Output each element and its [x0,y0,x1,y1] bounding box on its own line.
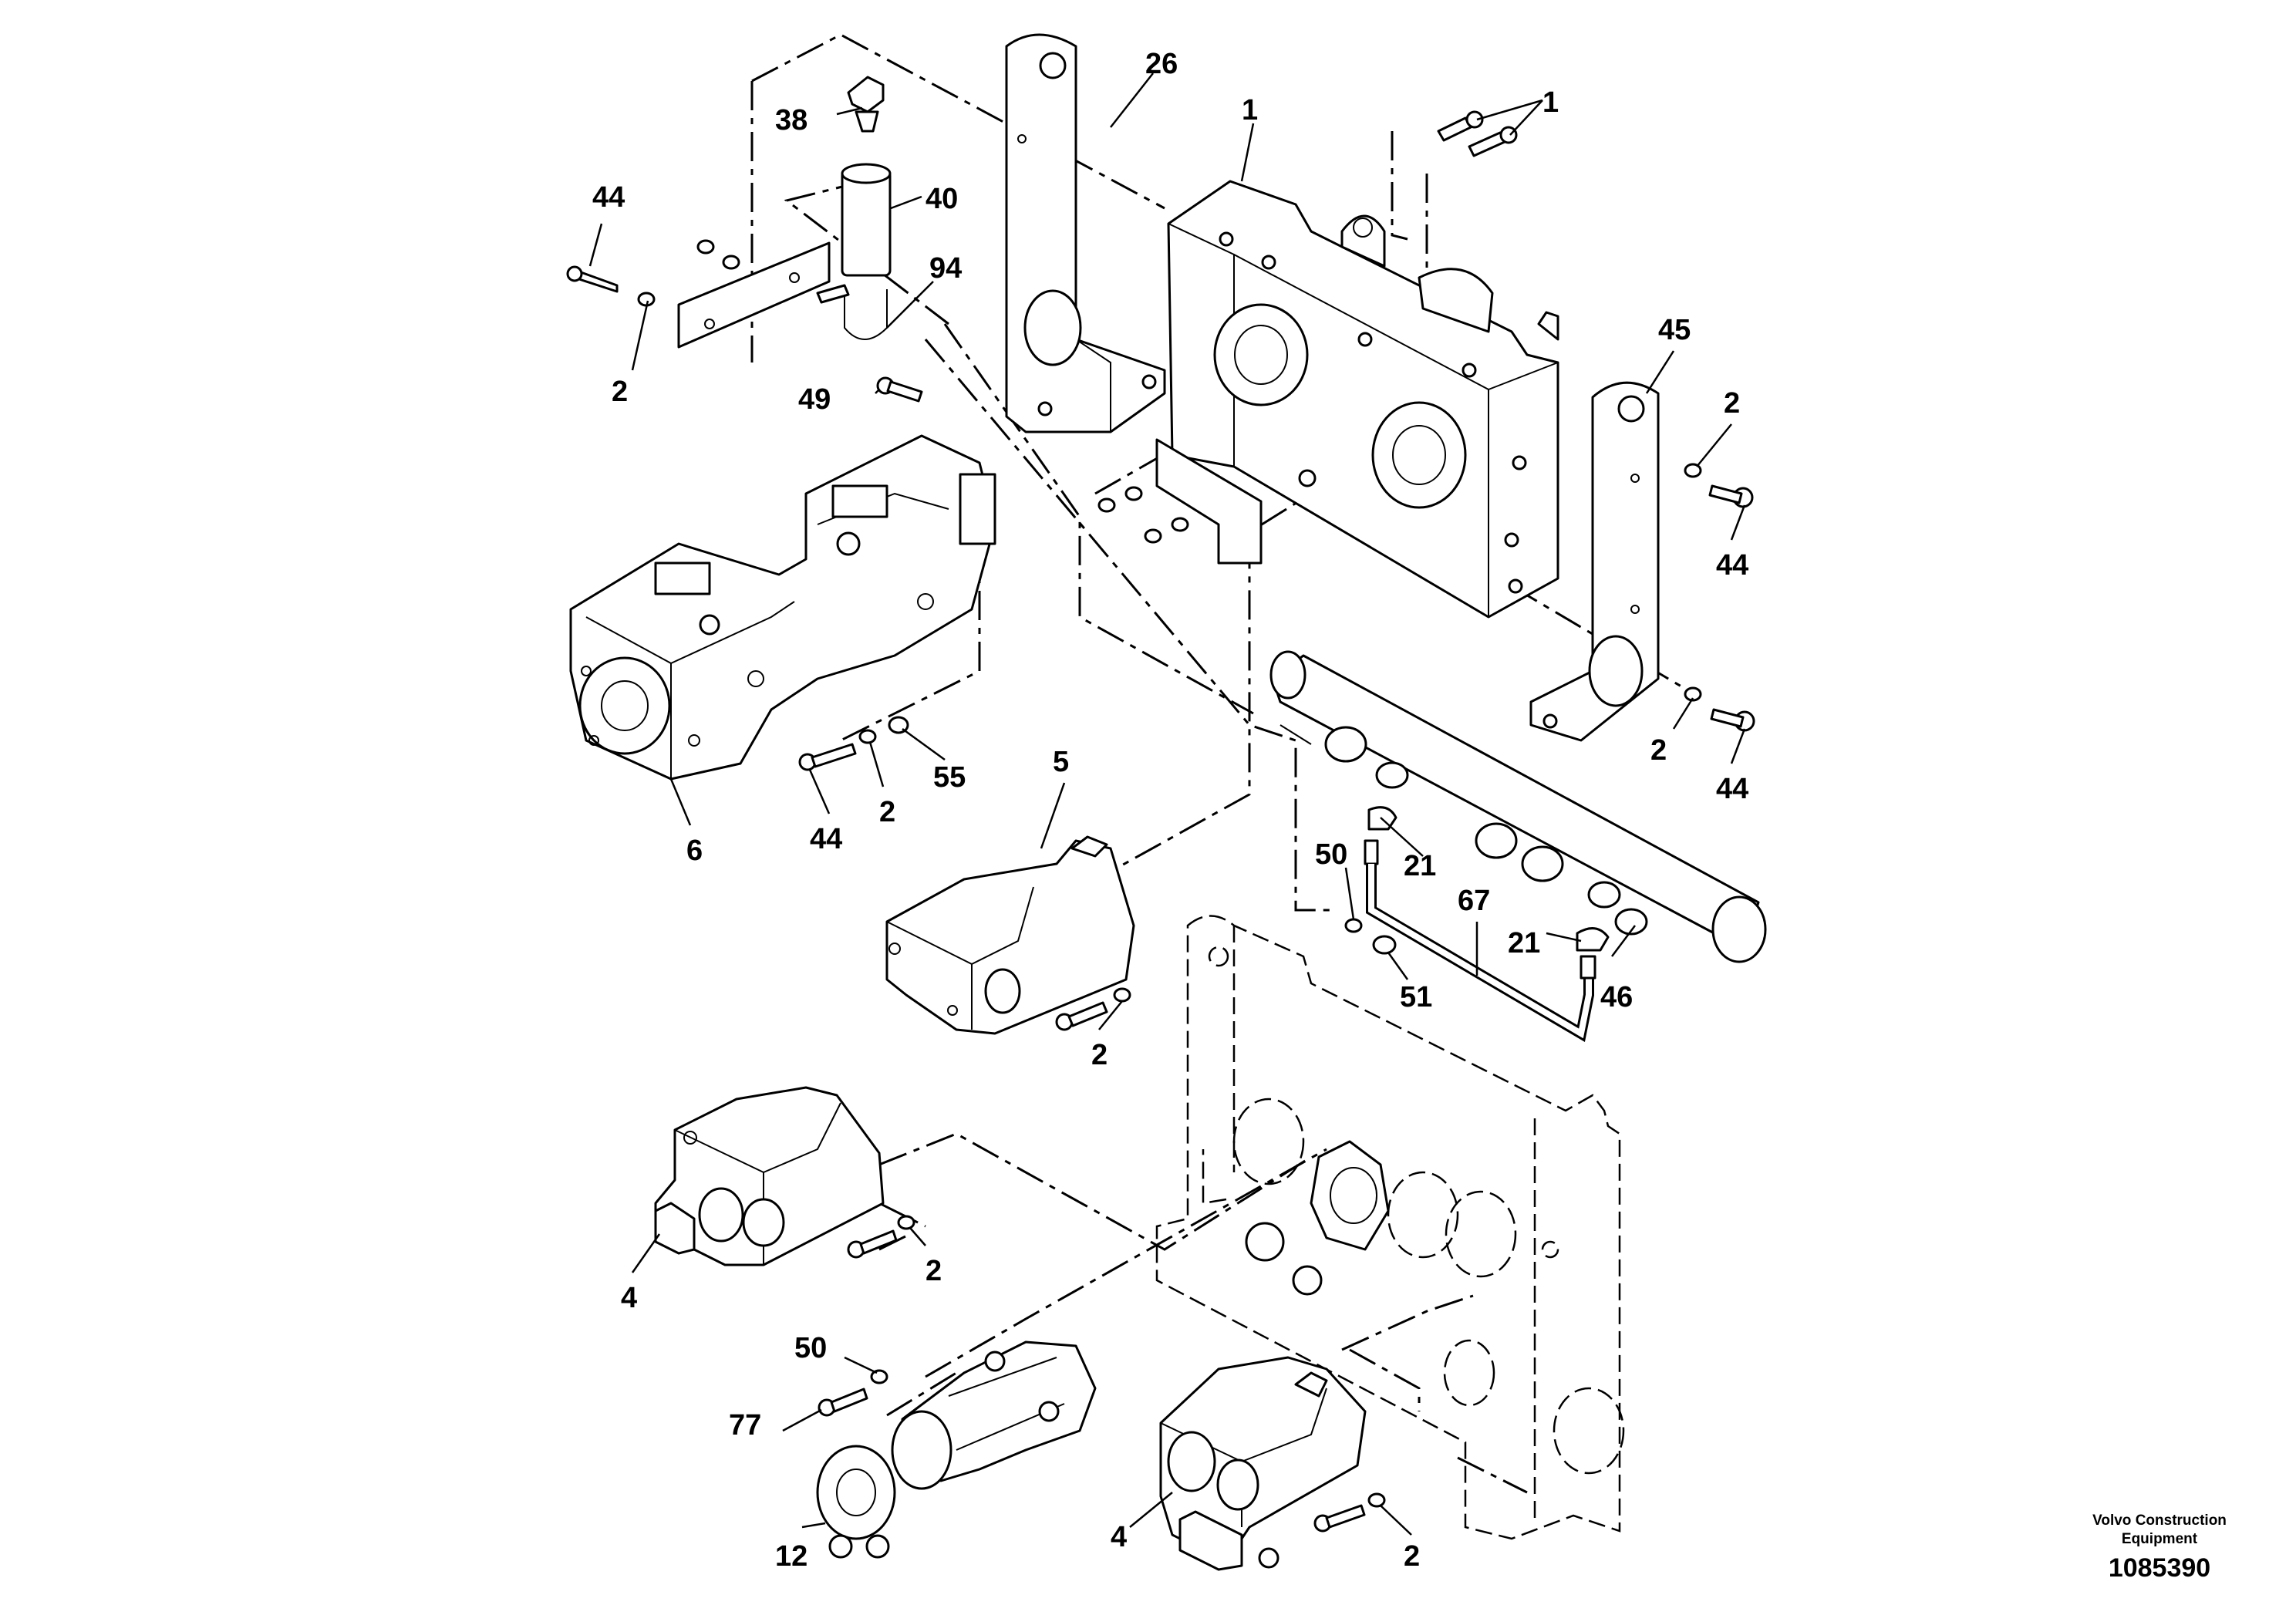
hydraulic-motor-4-lower [1159,1356,1386,1571]
bolts-washers-right [1684,463,1755,732]
callout-21: 21 [1508,927,1540,959]
brand-line-2: Equipment [2121,1531,2198,1547]
callout-94: 94 [929,252,962,285]
tandem-pump-6 [569,434,996,781]
callout-12: 12 [775,1540,807,1573]
callout-labels: 38 26 1 1 44 40 94 2 49 45 2 44 2 44 55 … [592,48,1748,1573]
pump-drive-housing-1 [1167,180,1559,619]
callout-38: 38 [775,104,807,137]
manifold-tube-46 [1269,650,1767,963]
callout-4: 4 [621,1282,637,1314]
leader-lines [588,73,1746,1536]
callout-77: 77 [729,1409,761,1442]
callout-21: 21 [1404,850,1436,882]
brand-line-1: Volvo Construction [2092,1512,2227,1529]
callout-2: 2 [612,376,628,408]
callout-2: 2 [925,1255,942,1287]
callout-4: 4 [1111,1521,1127,1553]
callout-50: 50 [1315,838,1347,871]
drawing-footer: Volvo Construction Equipment 1085390 [2052,1512,2267,1583]
callout-51: 51 [1400,981,1432,1013]
callout-26: 26 [1145,48,1178,80]
mounting-plate-centre [1097,438,1263,565]
callout-49: 49 [798,383,831,416]
bolt-washers-6 [798,716,909,771]
callout-40: 40 [925,183,958,215]
callout-55: 55 [933,761,966,794]
callout-2: 2 [879,796,895,828]
hydraulic-motor-4-upper [654,1086,915,1266]
callout-44: 44 [810,823,842,855]
callout-46: 46 [1600,981,1633,1013]
mounting-plate-left [566,239,831,349]
valve-block-5 [885,835,1135,1035]
callout-6: 6 [686,835,703,867]
callout-44: 44 [592,181,625,214]
filter-assembly [816,76,892,340]
callout-2: 2 [1724,387,1740,420]
bracket-26 [1005,33,1166,433]
callout-2: 2 [1091,1039,1108,1071]
bracket-45 [1529,381,1660,742]
washers-50-51 [1344,918,1397,955]
callout-5: 5 [1053,746,1069,778]
hose-67 [1364,806,1610,1043]
coupling-flange [1245,1140,1390,1296]
callout-50: 50 [794,1332,827,1364]
callout-67: 67 [1458,885,1490,917]
callout-2: 2 [1404,1540,1420,1573]
callout-2: 2 [1650,734,1667,767]
drive-shaft-12 [816,1340,1097,1559]
callout-1: 1 [1542,86,1559,119]
callout-45: 45 [1658,314,1691,346]
housing-ghost-outline [1155,915,1625,1540]
callout-44: 44 [1716,549,1748,582]
callout-1: 1 [1242,94,1258,126]
bolt-49 [876,376,923,403]
bolts-1 [1437,110,1518,157]
drawing-number: 1085390 [2108,1553,2211,1583]
callout-44: 44 [1716,773,1748,805]
